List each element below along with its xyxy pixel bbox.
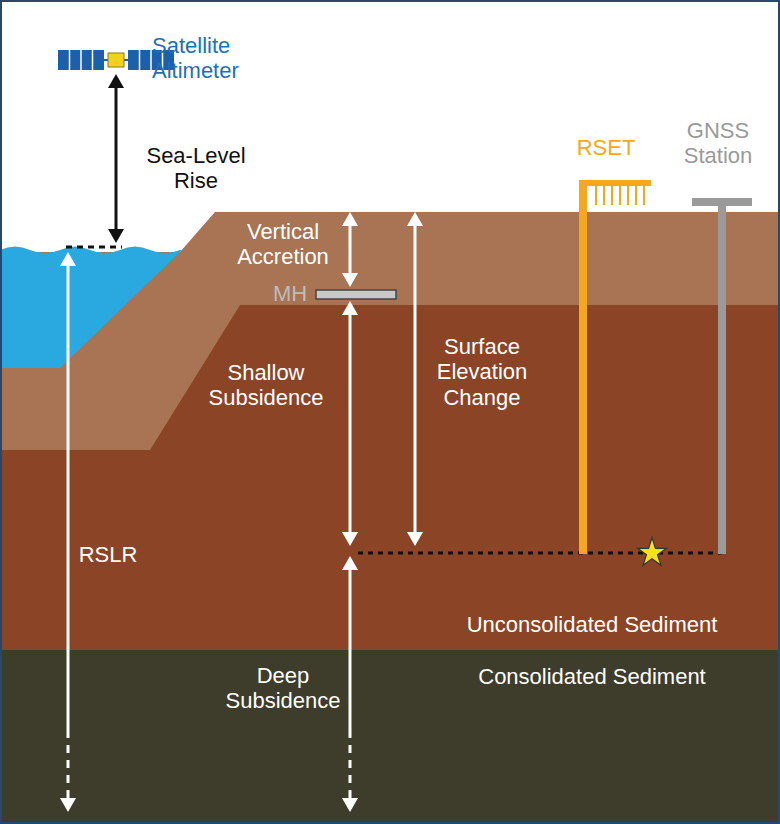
rset-instrument [579, 180, 651, 554]
marker-label: MH [273, 281, 307, 306]
label-holder: Vertical Accretion [228, 219, 338, 270]
marker-horizon [316, 290, 396, 299]
label-holder: RSET [577, 135, 636, 160]
measure-label: Deep Subsidence [224, 663, 342, 714]
unconsolidated-layer [0, 305, 780, 824]
measure-label: Shallow Subsidence [206, 360, 326, 411]
label-holder: Deep Subsidence [224, 663, 342, 714]
label-holder: RSLR [79, 542, 138, 567]
benchmark-star [638, 538, 667, 566]
measure-label: Sea-Level Rise [136, 143, 256, 194]
deep-arrow [342, 556, 358, 812]
rslr-arrow [60, 252, 76, 812]
measure-label: RSLR [79, 542, 138, 567]
layer-label: Unconsolidated Sediment [467, 612, 718, 637]
layer-label: Consolidated Sediment [478, 664, 705, 689]
shallow-arrow [342, 301, 358, 546]
instrument-label: Satellite Altimeter [152, 33, 272, 84]
label-holder: Unconsolidated Sediment [467, 612, 718, 637]
sea-water [0, 247, 182, 369]
label-holder: Satellite Altimeter [152, 33, 272, 84]
label-holder: GNSS Station [668, 118, 768, 169]
elevation-arrow [407, 212, 423, 546]
accretion-arrow [342, 212, 358, 287]
label-holder: MH [273, 281, 307, 306]
instrument-label: GNSS Station [668, 118, 768, 169]
accretion-layer [0, 212, 780, 824]
measure-label: Vertical Accretion [228, 219, 338, 270]
label-holder: Sea-Level Rise [136, 143, 256, 194]
sea-level-arrow [108, 74, 124, 243]
benchmark-line [358, 552, 722, 555]
gnss-station [692, 198, 752, 554]
label-holder: Consolidated Sediment [478, 664, 705, 689]
consolidated-layer [0, 650, 780, 824]
label-holder: Shallow Subsidence [206, 360, 326, 411]
label-holder: Surface Elevation Change [412, 334, 552, 410]
measure-label: Surface Elevation Change [412, 334, 552, 410]
instrument-label: RSET [577, 135, 636, 160]
sea-level-dash [66, 246, 122, 249]
